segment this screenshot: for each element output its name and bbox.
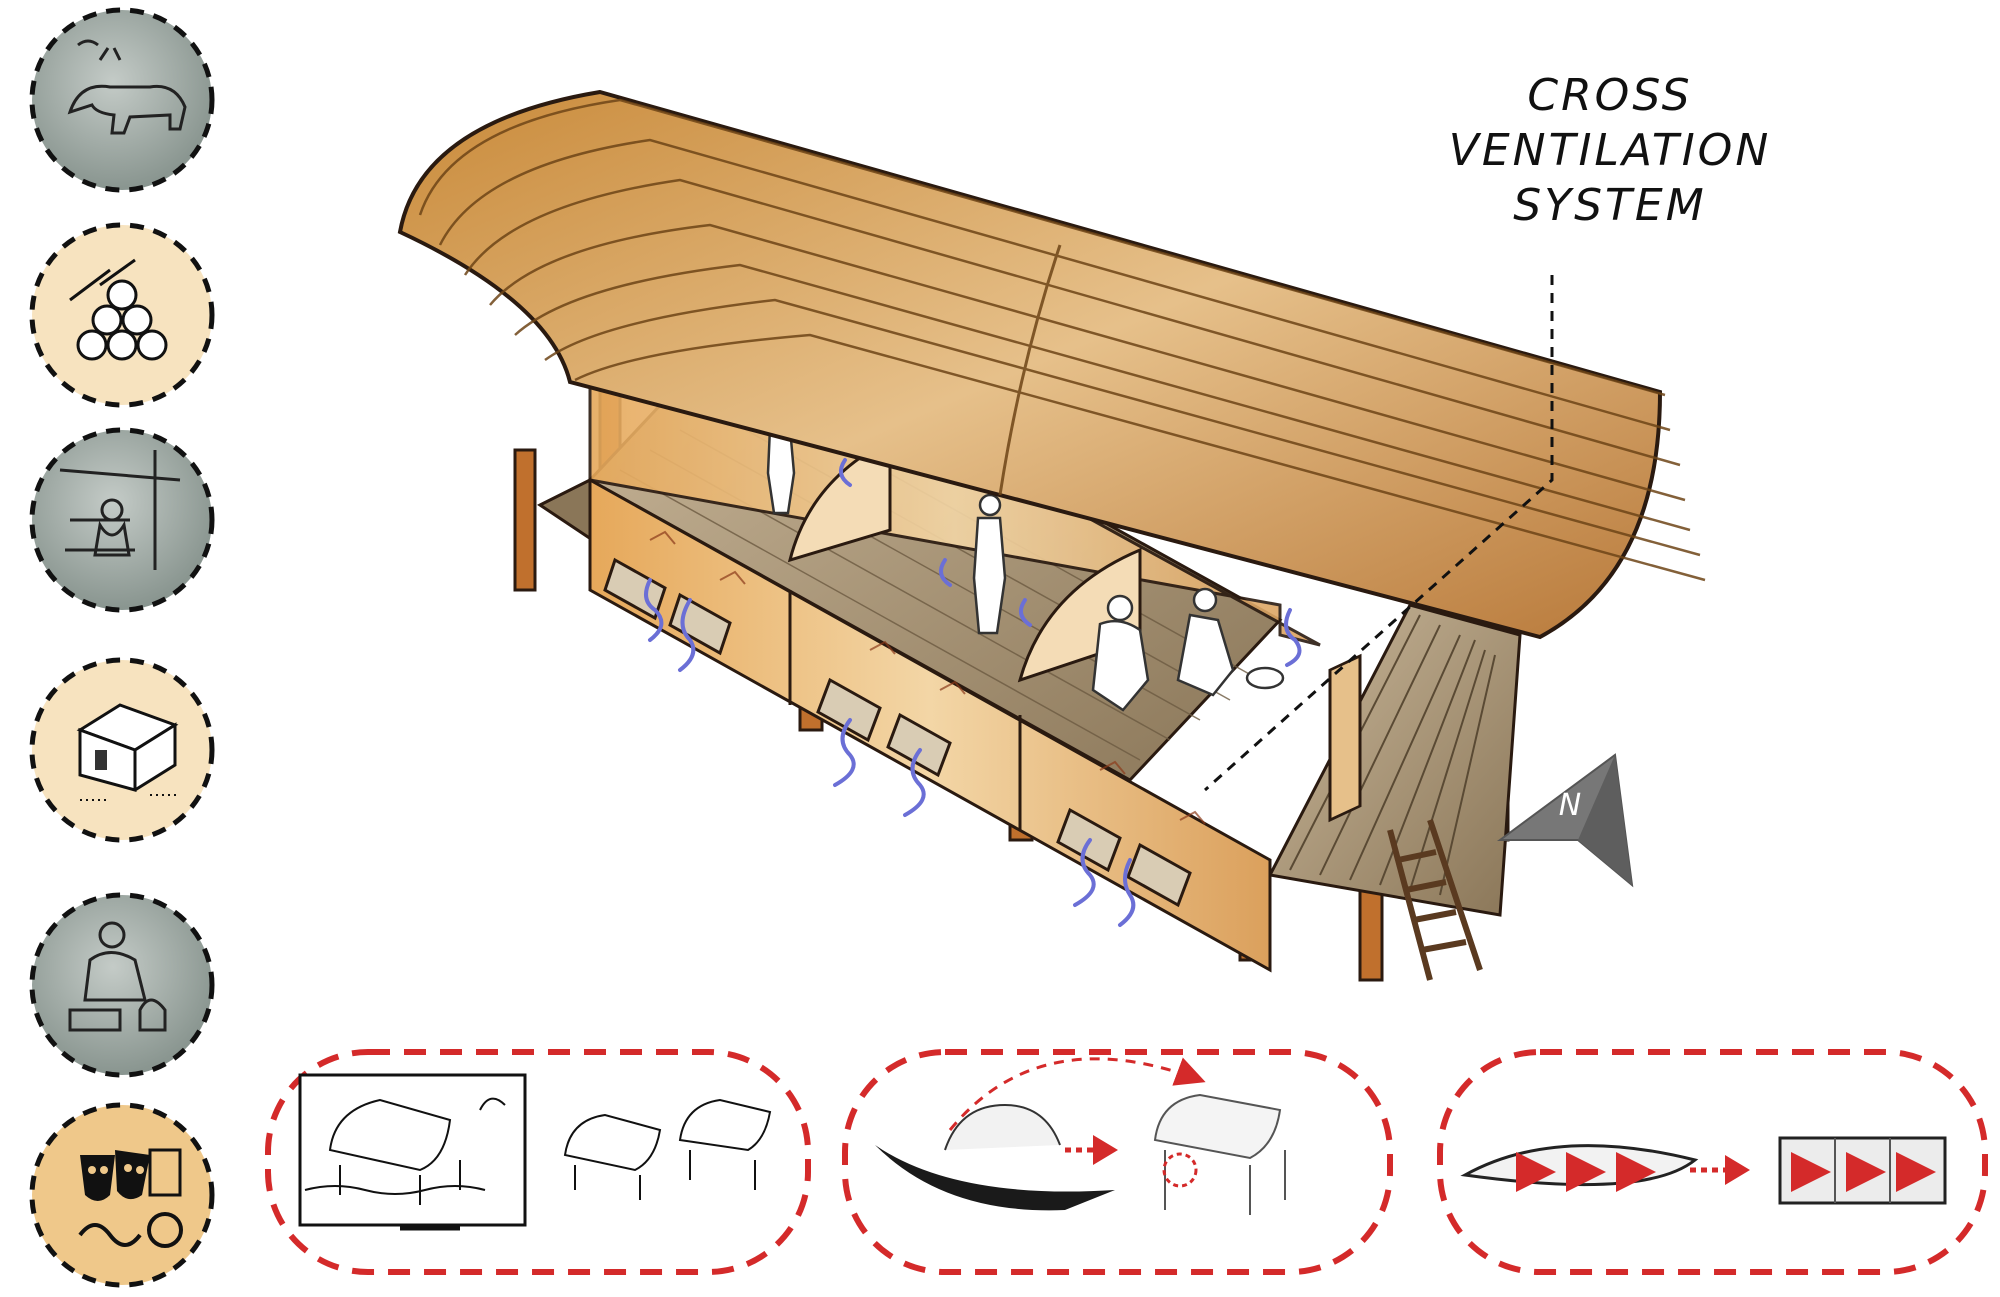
right-porch <box>1267 603 1522 917</box>
boat-sketch <box>875 1145 1115 1211</box>
side-icon-column <box>29 7 215 1288</box>
transfer-curve <box>948 1057 1206 1131</box>
label-line-3: SYSTEM <box>1513 180 1706 231</box>
domestic-life-icon <box>29 427 215 613</box>
roof-ribs <box>418 98 1706 582</box>
house-icon <box>29 657 215 843</box>
ladder <box>1387 819 1483 981</box>
person-kneeling <box>1176 587 1285 697</box>
label-line-2: VENTILATION <box>1449 125 1771 176</box>
occupants <box>766 403 1285 712</box>
north-arrow: N <box>1496 753 1634 888</box>
person-sitting <box>1091 594 1150 712</box>
door-panel <box>1328 653 1362 823</box>
airflow-arrows <box>644 458 1302 927</box>
boat-plan <box>1460 1144 1699 1187</box>
north-letter: N <box>1559 788 1581 823</box>
person-standing-2 <box>972 493 1007 635</box>
bottom-panels <box>265 1049 1988 1275</box>
livestock-icon <box>29 7 215 193</box>
house-axonometric <box>397 89 1706 982</box>
label-line-1: CROSS <box>1527 70 1692 121</box>
logs-icon <box>29 222 215 408</box>
panel-boat-to-house <box>842 1049 1393 1275</box>
culture-icon <box>29 1102 215 1288</box>
leader-line <box>1204 275 1554 792</box>
wall-motifs <box>649 530 1206 825</box>
panel-plan-layout <box>1437 1049 1988 1275</box>
craft-work-icon <box>29 892 215 1078</box>
panel-house-evolution <box>265 1049 811 1275</box>
cross-ventilation-label: CROSS VENTILATION SYSTEM <box>1204 70 1771 792</box>
